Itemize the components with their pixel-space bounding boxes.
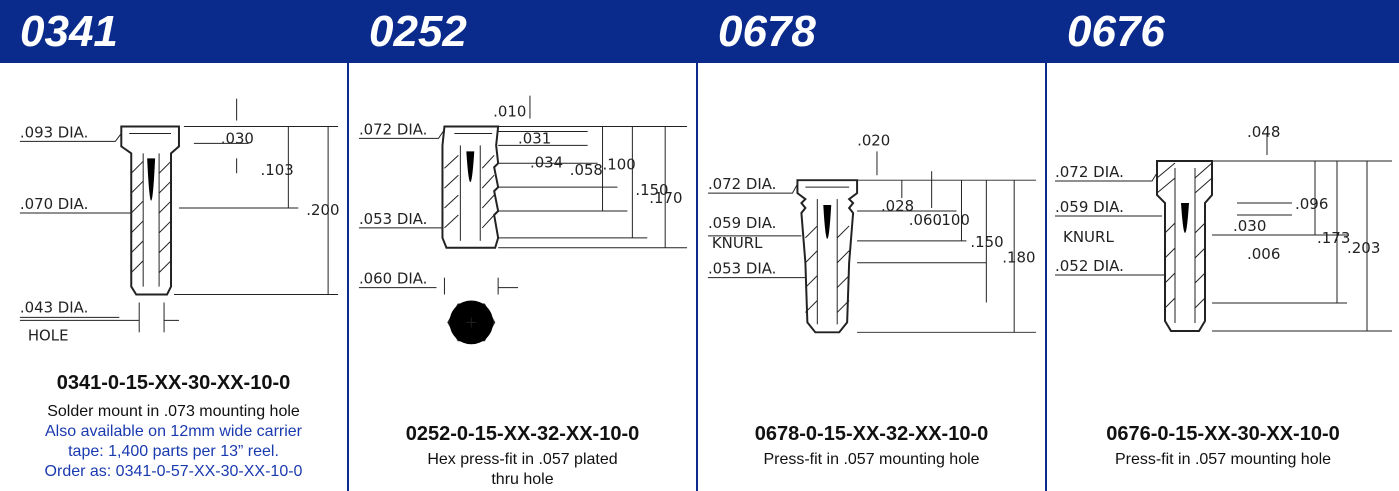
dim-d1: .020 [857, 131, 890, 149]
label-dia1: .072 DIA. [708, 175, 776, 193]
description-0252-line-1: Hex press-fit in .057 plated [427, 451, 618, 468]
label-dia3: .052 DIA. [1055, 257, 1124, 275]
description-0678: Press-fit in .057 mounting hole [763, 451, 980, 468]
note-line-1: Also available on 12mm wide carrier [45, 423, 302, 440]
header-0678: 0678 [698, 0, 1045, 63]
dim-d6: .180 [1002, 249, 1035, 267]
part-number-0676: 0676-0-15-XX-30-XX-10-0 [1106, 423, 1340, 445]
dim-d4: .006 [1247, 245, 1280, 263]
dim-d3: .034 [530, 153, 563, 171]
dim-d1: .030 [221, 129, 254, 147]
label-dia1: .072 DIA. [359, 120, 427, 138]
drawing-0678: .072 DIA. .059 DIA. KNURL .053 DIA. .020… [698, 63, 1045, 363]
label-dia2: .059 DIA. [1055, 198, 1124, 216]
note-line-3: Order as: 0341-0-57-XX-30-XX-10-0 [44, 463, 303, 480]
description-0252-line-2: thru hole [491, 471, 554, 488]
label-dia2: .053 DIA. [359, 210, 427, 228]
label-dia3: .043 DIA. [20, 298, 88, 316]
part-number-0678: 0678-0-15-XX-32-XX-10-0 [754, 423, 989, 445]
dim-d5: .150 [970, 233, 1003, 251]
dim-d3: .030 [1233, 217, 1266, 235]
column-0252: 0252 [349, 0, 698, 491]
column-0678: 0678 [698, 0, 1047, 491]
technical-drawing-0676: .072 DIA. .059 DIA. KNURL .052 DIA. .048… [1055, 123, 1392, 332]
column-0341: 0341 [0, 0, 349, 491]
technical-drawing-0252: .072 DIA. .053 DIA. .060 DIA. .010 .031 … [359, 95, 688, 345]
label-knurl: KNURL [1063, 228, 1114, 246]
dim-d1: .048 [1247, 123, 1280, 141]
technical-drawing-0341: .093 DIA. .070 DIA. .043 DIA. HOLE .030 … [19, 98, 339, 344]
description-0676: Press-fit in .057 mounting hole [1114, 451, 1332, 468]
label-hole: HOLE [28, 326, 69, 344]
description-0341: Solder mount in .073 mounting hole [47, 403, 300, 420]
header-0676: 0676 [1047, 0, 1399, 63]
part-number-0341: 0341-0-15-XX-30-XX-10-0 [56, 372, 291, 394]
dim-d5: .100 [603, 155, 636, 173]
dim-d1: .010 [493, 103, 526, 121]
label-dia3: .053 DIA. [708, 260, 776, 278]
header-0252: 0252 [349, 0, 696, 63]
dim-d2: .103 [260, 161, 293, 179]
note-line-2: tape: 1,400 parts per 13” reel. [68, 443, 279, 460]
dim-d3: .060 [909, 211, 942, 229]
label-dia3: .060 DIA. [359, 270, 427, 288]
label-dia1: .072 DIA. [1055, 163, 1124, 181]
technical-drawing-0678: .072 DIA. .059 DIA. KNURL .053 DIA. .020… [708, 131, 1037, 334]
dim-d6: .203 [1347, 239, 1380, 257]
label-dia1: .093 DIA. [20, 123, 88, 141]
label-knurl: KNURL [712, 234, 763, 252]
dim-d3: .200 [306, 201, 339, 219]
dim-d4: .100 [937, 211, 970, 229]
dim-d4: .058 [570, 161, 603, 179]
part-number-0252: 0252-0-15-XX-32-XX-10-0 [405, 423, 640, 445]
dim-d2: .028 [881, 197, 914, 215]
dim-d7: .170 [649, 189, 682, 207]
label-dia2: .070 DIA. [20, 195, 88, 213]
dim-d6: .150 [635, 181, 668, 199]
drawing-0676: .072 DIA. .059 DIA. KNURL .052 DIA. .048… [1047, 63, 1399, 363]
drawing-0341: .093 DIA. .070 DIA. .043 DIA. HOLE .030 … [0, 63, 347, 363]
column-0676: 0676 [1047, 0, 1399, 491]
header-0341: 0341 [0, 0, 347, 63]
dim-d5: .173 [1317, 229, 1350, 247]
dim-d2: .031 [518, 129, 551, 147]
drawing-0252: .072 DIA. .053 DIA. .060 DIA. .010 .031 … [349, 63, 696, 363]
dim-d2: .096 [1295, 195, 1328, 213]
label-dia2: .059 DIA. [708, 214, 776, 232]
